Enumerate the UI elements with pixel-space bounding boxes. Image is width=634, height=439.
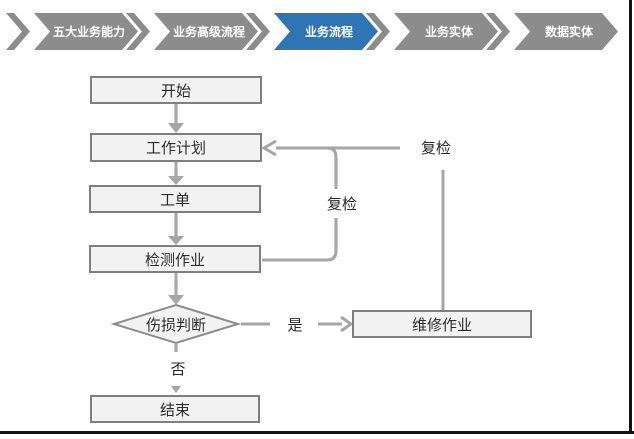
node-label: 结束 [159,401,190,419]
edge-label-recheck-inner: 复检 [318,193,366,213]
node-label: 伤损判断 [145,316,206,334]
node-work-plan: 工作计划 [90,133,262,162]
nav-step-label: 业务流程 [304,25,353,39]
arrowhead-into-repair-icon [340,315,354,333]
nav-step-label: 业务实体 [424,25,473,39]
node-start: 开始 [90,76,262,104]
node-label: 检测作业 [144,251,205,269]
node-label: 工单 [159,191,190,209]
process-step-nav: 五大业务能力 业务高级流程 业务流程 业务实体 数据实体 [0,13,634,50]
node-label: 工作计划 [145,140,206,157]
arrowhead-into-plan-icon [261,139,277,157]
arrowhead-down-icon [168,123,184,133]
node-work-order: 工单 [89,185,261,213]
node-label: 维修作业 [411,316,472,334]
arrowhead-down-icon [168,176,184,185]
nav-step-label: 五大业务能力 [52,25,125,39]
nav-step-business-capabilities[interactable]: 五大业务能力 [34,13,138,50]
nav-step-advanced-process[interactable]: 业务高级流程 [154,13,258,50]
node-decision-shape [110,303,242,345]
nav-step-business-entity[interactable]: 业务实体 [394,13,498,50]
arrowhead-down-small-icon [171,386,181,393]
node-label: 开始 [160,82,191,100]
node-repair-job: 维修作业 [352,310,532,338]
nav-step-label: 业务高级流程 [172,25,245,39]
arrowhead-down-icon [168,236,184,245]
edge-label-yes: 是 [281,314,309,334]
node-damage-judgment-label: 伤损判断 [120,315,232,334]
arrowhead-down-icon [168,295,184,305]
edge-label-no: 否 [164,358,192,378]
nav-step-data-entity[interactable]: 数据实体 [514,13,618,50]
edge-label-recheck-outer: 复检 [412,137,460,157]
node-end: 结束 [90,395,260,423]
nav-step-business-process[interactable]: 业务流程 [274,13,378,50]
slide-border-right [629,0,632,434]
nav-step-label: 数据实体 [544,25,593,39]
slide-border-bottom [0,431,634,434]
node-inspection-job: 检测作业 [89,245,261,273]
